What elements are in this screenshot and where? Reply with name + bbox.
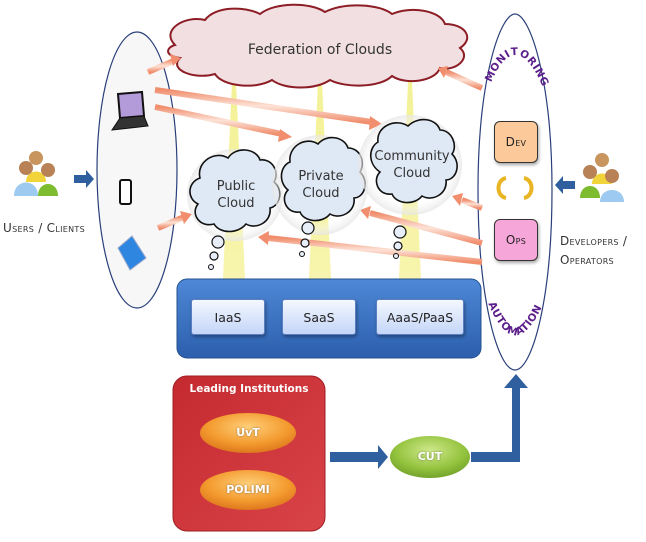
- users-icon: [14, 151, 58, 196]
- arrow-users-to-devices: [74, 170, 94, 188]
- devices-oval: [96, 31, 178, 309]
- community-cloud-label: Community Cloud: [372, 148, 452, 182]
- arrow-tablet-to-public: [156, 211, 192, 231]
- cloud-line: Cloud: [393, 166, 431, 181]
- community-cloud: [358, 115, 462, 259]
- arrow-devices-to-federation: [146, 54, 181, 75]
- uvt-label: UvT: [236, 426, 260, 439]
- developers-line: Developers /: [560, 234, 628, 248]
- private-cloud: [272, 135, 368, 257]
- arrow-institutions-to-cut: [330, 445, 388, 469]
- developers-label: Developers / Operators: [560, 232, 646, 270]
- polimi-label: POLIMI: [226, 483, 270, 496]
- oval-uvt: [200, 413, 296, 453]
- ops-box: Ops: [494, 219, 538, 261]
- arrow-developers-to-devops: [555, 176, 575, 194]
- arrow-devops-to-federation: [438, 66, 484, 91]
- cloud-line: Public: [216, 179, 256, 194]
- federation-label: Federation of Clouds: [247, 42, 393, 58]
- arrow-laptop-to-community: [154, 87, 382, 130]
- public-cloud: [187, 149, 283, 270]
- arrow-laptop-to-private: [154, 104, 292, 142]
- service-aaas-paas: AaaS/PaaS: [376, 299, 464, 335]
- cycle-arrows-icon: [496, 176, 534, 200]
- cloud-line: Cloud: [302, 186, 340, 201]
- smartphone-icon: [119, 179, 132, 205]
- laptop-icon: [110, 90, 149, 131]
- cloud-line: Community: [374, 149, 450, 164]
- users-label: Users / Clients: [3, 221, 85, 235]
- cloud-line: Private: [298, 169, 344, 184]
- oval-cut: [390, 436, 470, 478]
- tablet-icon: [117, 235, 147, 271]
- institutions-title: Leading Institutions: [189, 383, 309, 395]
- arrow-devops-to-community: [452, 193, 484, 211]
- oval-polimi: [200, 470, 296, 510]
- service-iaas: IaaS: [191, 299, 265, 335]
- private-cloud-label: Private Cloud: [286, 168, 356, 202]
- developers-icon: [580, 153, 624, 202]
- federation-cloud: [167, 3, 469, 89]
- arrow-devops-to-private: [360, 206, 483, 246]
- devops-oval: [477, 13, 553, 371]
- dev-box: Dev: [494, 121, 538, 163]
- arrow-cut-to-devops: [471, 374, 528, 462]
- cut-label: CUT: [417, 450, 443, 463]
- public-cloud-label: Public Cloud: [198, 178, 274, 212]
- developers-line: Operators: [560, 253, 614, 267]
- service-saas: SaaS: [282, 299, 356, 335]
- cloud-line: Cloud: [217, 196, 255, 211]
